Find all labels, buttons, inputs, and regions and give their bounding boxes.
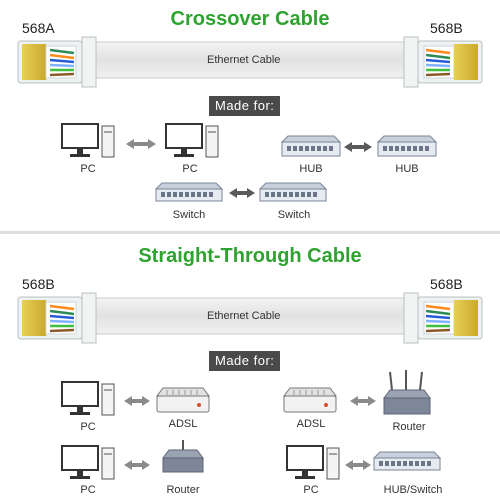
- straight-pair2-left-label: ADSL: [296, 418, 326, 430]
- crossover-pair2-right-label: HUB: [395, 163, 419, 175]
- bidirectional-arrow-icon: [124, 460, 150, 470]
- bidirectional-arrow-icon: [126, 139, 156, 149]
- bidirectional-arrow-icon: [229, 188, 255, 198]
- crossover-pair3-right-label: Switch: [277, 209, 311, 221]
- crossover-pair1-left-label: PC: [80, 163, 96, 175]
- straight-pair3-right-label: Router: [166, 484, 200, 496]
- crossover-made-for-banner: Made for:: [209, 96, 281, 116]
- wireless-router-icon: [383, 370, 431, 415]
- straight-pair4-left-label: PC: [303, 484, 319, 496]
- crossover-right-standard: 568B: [430, 20, 463, 36]
- straight-right-rj45-connector: [403, 292, 483, 344]
- adsl-modem-icon: [156, 387, 210, 413]
- straight-left-standard: 568B: [22, 276, 55, 292]
- crossover-right-rj45-connector: [403, 36, 483, 88]
- desktop-computer-icon: [61, 445, 115, 480]
- crossover-pair1-right-label: PC: [182, 163, 198, 175]
- network-hub-icon: [376, 135, 438, 157]
- straight-pair4-right-label: HUB/Switch: [383, 484, 443, 496]
- straight-right-standard: 568B: [430, 276, 463, 292]
- network-switch-icon: [258, 182, 328, 202]
- straight-made-for-banner: Made for:: [209, 351, 281, 371]
- straight-title: Straight-Through Cable: [138, 245, 362, 267]
- adsl-modem-icon: [283, 387, 337, 413]
- crossover-title: Crossover Cable: [170, 8, 330, 30]
- bidirectional-arrow-icon: [124, 396, 150, 406]
- bidirectional-arrow-icon: [350, 396, 376, 406]
- crossover-pair3-left-label: Switch: [172, 209, 206, 221]
- desktop-computer-icon: [286, 445, 340, 480]
- wireless-router-icon: [162, 440, 204, 473]
- straight-pair3-left-label: PC: [80, 484, 96, 496]
- crossover-pair2-left-label: HUB: [299, 163, 323, 175]
- network-hub-icon: [280, 135, 342, 157]
- straight-cable-label: Ethernet Cable: [207, 310, 281, 322]
- straight-pair1-right-label: ADSL: [168, 418, 198, 430]
- desktop-computer-icon: [165, 123, 219, 158]
- crossover-left-standard: 568A: [22, 20, 55, 36]
- bidirectional-arrow-icon: [345, 460, 371, 470]
- straight-left-rj45-connector: [17, 292, 97, 344]
- straight-pair2-right-label: Router: [392, 421, 426, 433]
- desktop-computer-icon: [61, 123, 115, 158]
- network-switch-icon: [154, 182, 224, 202]
- network-switch-icon: [372, 451, 442, 471]
- straight-pair1-left-label: PC: [80, 421, 96, 433]
- bidirectional-arrow-icon: [344, 142, 372, 152]
- crossover-cable-label: Ethernet Cable: [207, 54, 281, 66]
- desktop-computer-icon: [61, 381, 115, 416]
- crossover-left-rj45-connector: [17, 36, 97, 88]
- section-divider: [0, 231, 500, 234]
